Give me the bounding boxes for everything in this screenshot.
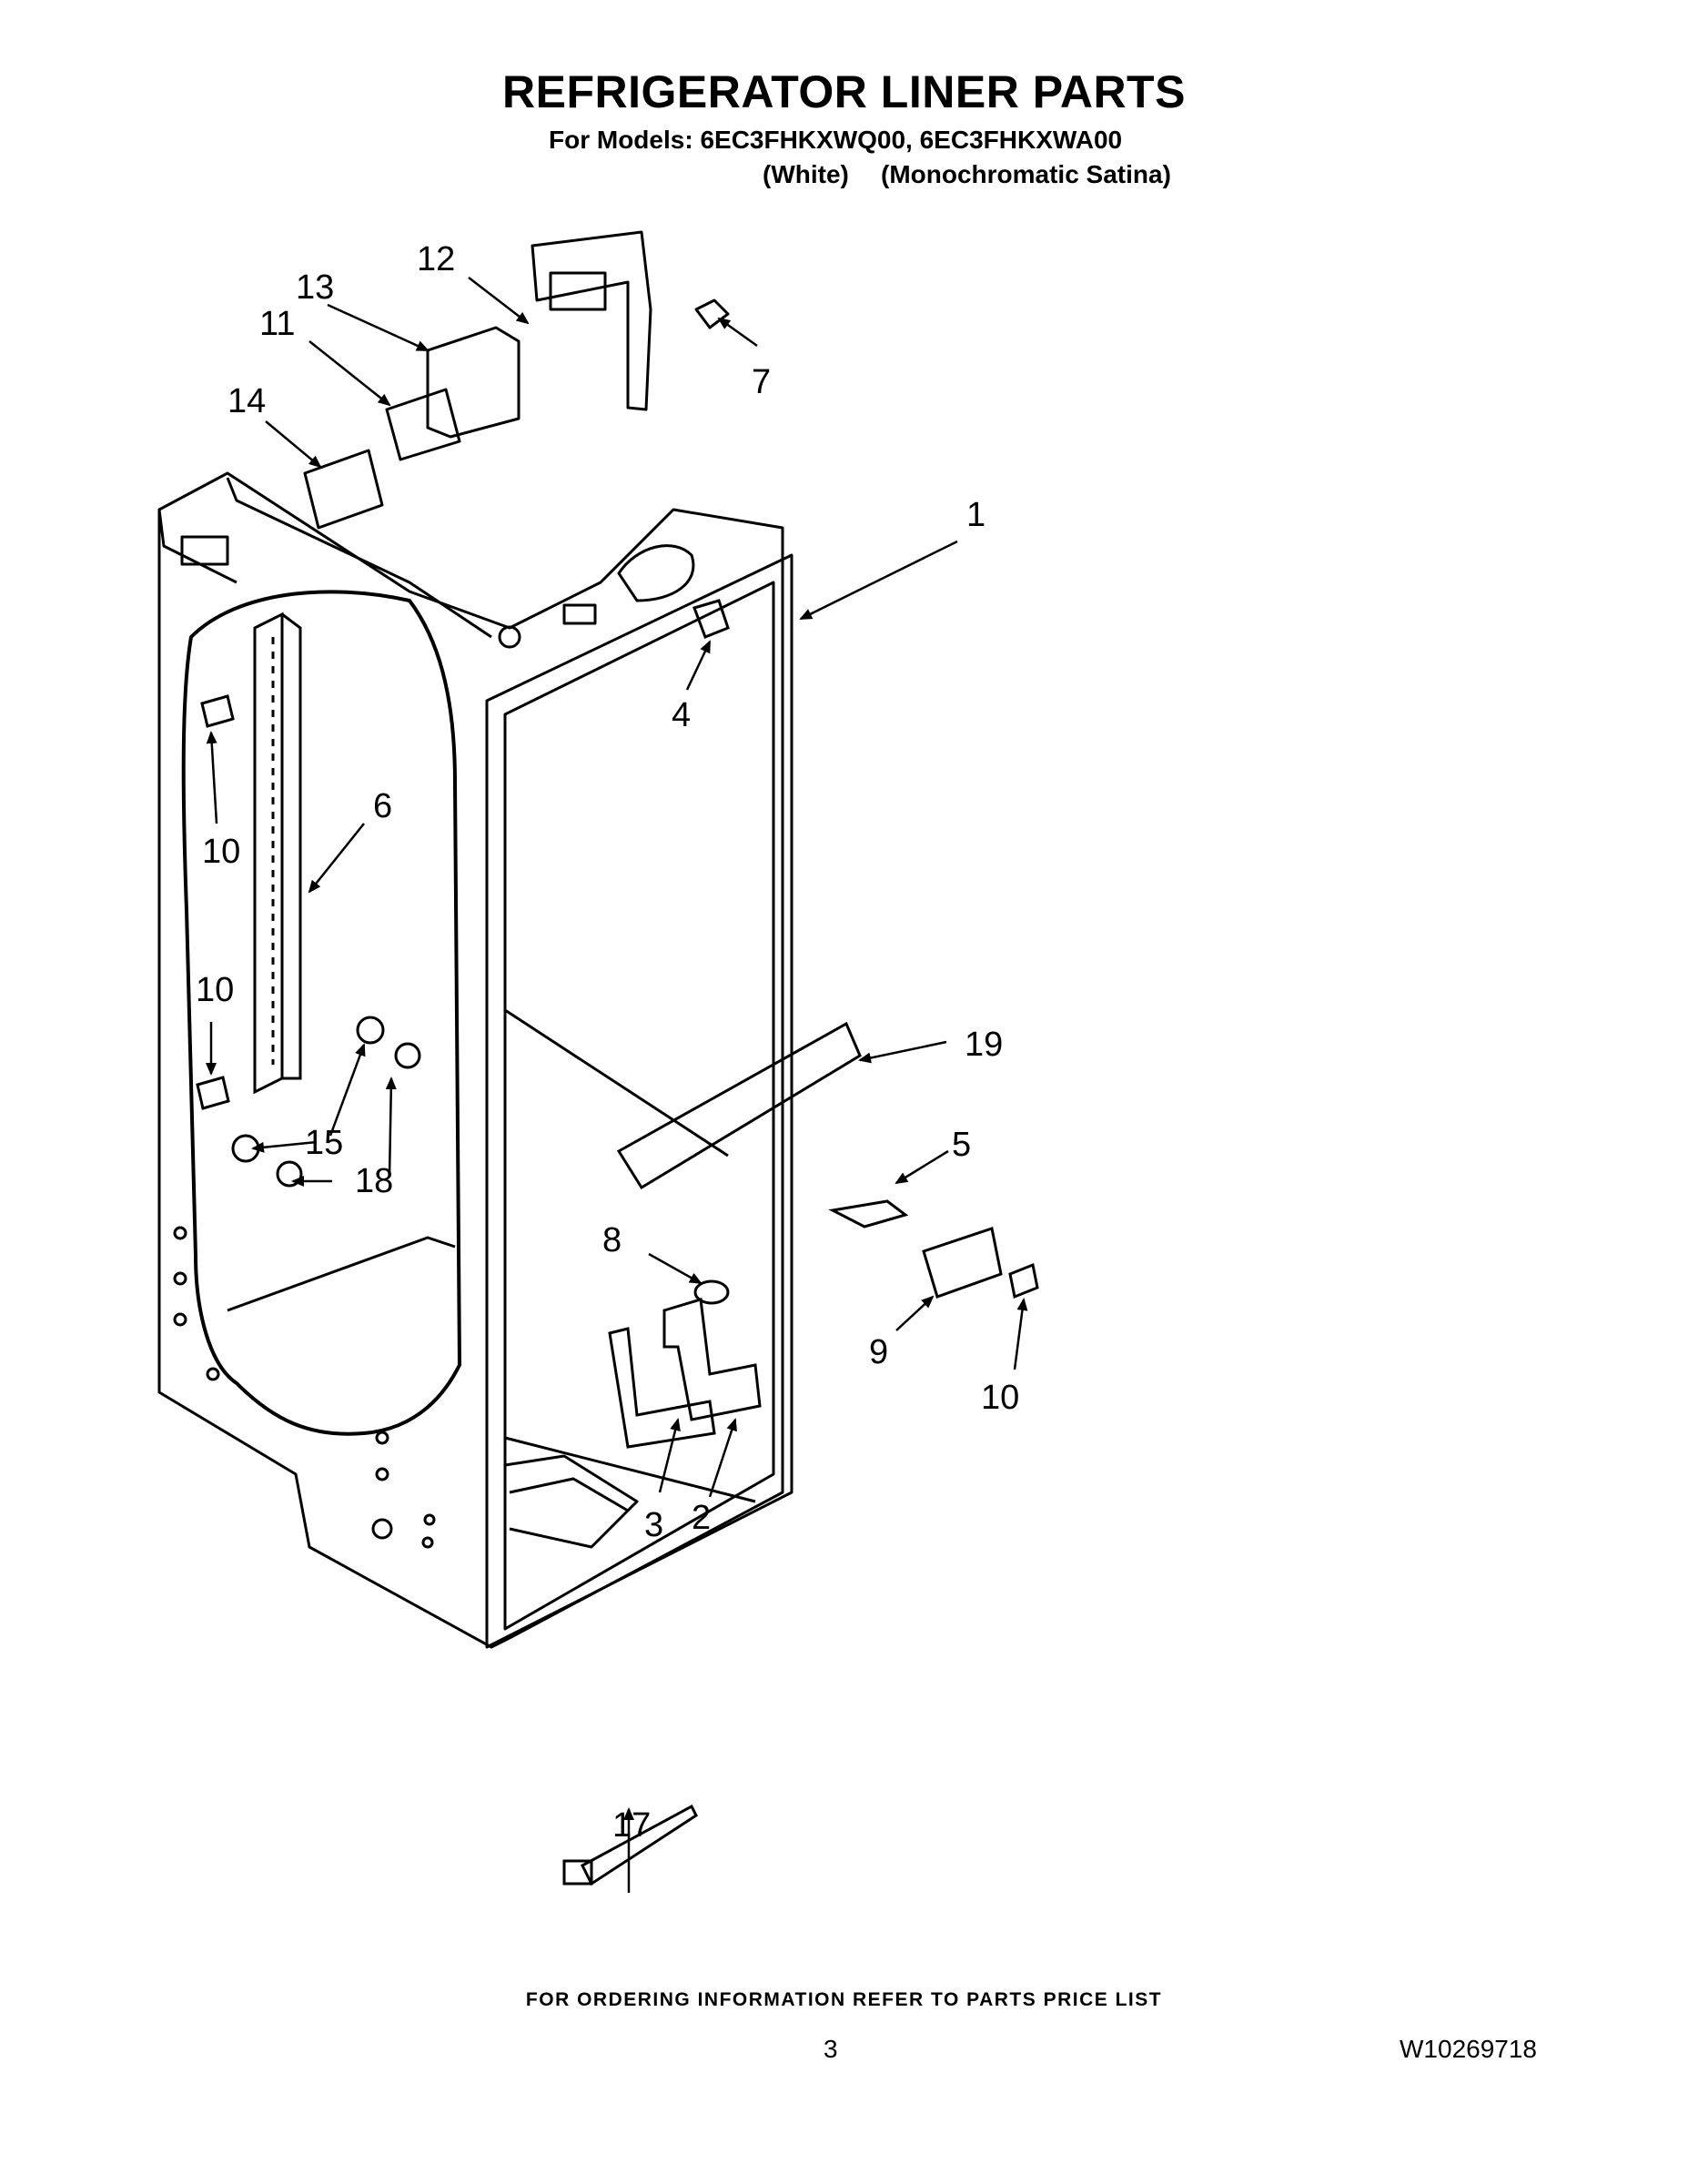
callout-15: 15 bbox=[305, 1124, 343, 1162]
callout-4: 4 bbox=[672, 696, 691, 734]
document-number: W10269718 bbox=[1400, 2035, 1538, 2063]
page-number: 3 bbox=[824, 2035, 838, 2063]
water-dispenser-housing-parts bbox=[303, 230, 730, 530]
callout-numbers: 1 2 3 4 5 6 7 8 9 10 10 10 11 12 13 14 1… bbox=[196, 240, 1019, 1845]
callout-2: 2 bbox=[692, 1499, 711, 1537]
callout-3: 3 bbox=[644, 1506, 663, 1544]
callout-19: 19 bbox=[965, 1026, 1003, 1064]
shelf-ladder-part-6 bbox=[253, 612, 302, 1095]
variant-white-label: (White) bbox=[763, 160, 849, 188]
callout-10-right: 10 bbox=[981, 1379, 1019, 1417]
ordering-note: FOR ORDERING INFORMATION REFER TO PARTS … bbox=[525, 1989, 1163, 2010]
small-parts bbox=[196, 599, 1039, 1886]
callout-7: 7 bbox=[752, 363, 771, 401]
callout-11: 11 bbox=[259, 305, 295, 343]
callout-8: 8 bbox=[602, 1221, 622, 1259]
callout-10-upper: 10 bbox=[202, 833, 240, 871]
callout-5: 5 bbox=[952, 1126, 971, 1164]
callout-18: 18 bbox=[355, 1162, 393, 1200]
callout-13: 13 bbox=[296, 268, 334, 307]
callout-14: 14 bbox=[227, 382, 266, 420]
callout-1: 1 bbox=[966, 496, 986, 534]
callout-6: 6 bbox=[373, 787, 392, 825]
callout-9: 9 bbox=[869, 1333, 888, 1371]
variant-satina-label: (Monochromatic Satina) bbox=[881, 160, 1171, 188]
page-title: REFRIGERATOR LINER PARTS bbox=[502, 66, 1186, 117]
liner-cabinet bbox=[157, 471, 793, 1649]
models-line: For Models: 6EC3FHKXWQ00, 6EC3FHKXWA00 bbox=[549, 126, 1123, 154]
callout-10-lower: 10 bbox=[196, 971, 234, 1009]
leader-lines bbox=[206, 277, 1028, 1893]
callout-12: 12 bbox=[417, 240, 455, 278]
callout-17: 17 bbox=[612, 1806, 651, 1845]
